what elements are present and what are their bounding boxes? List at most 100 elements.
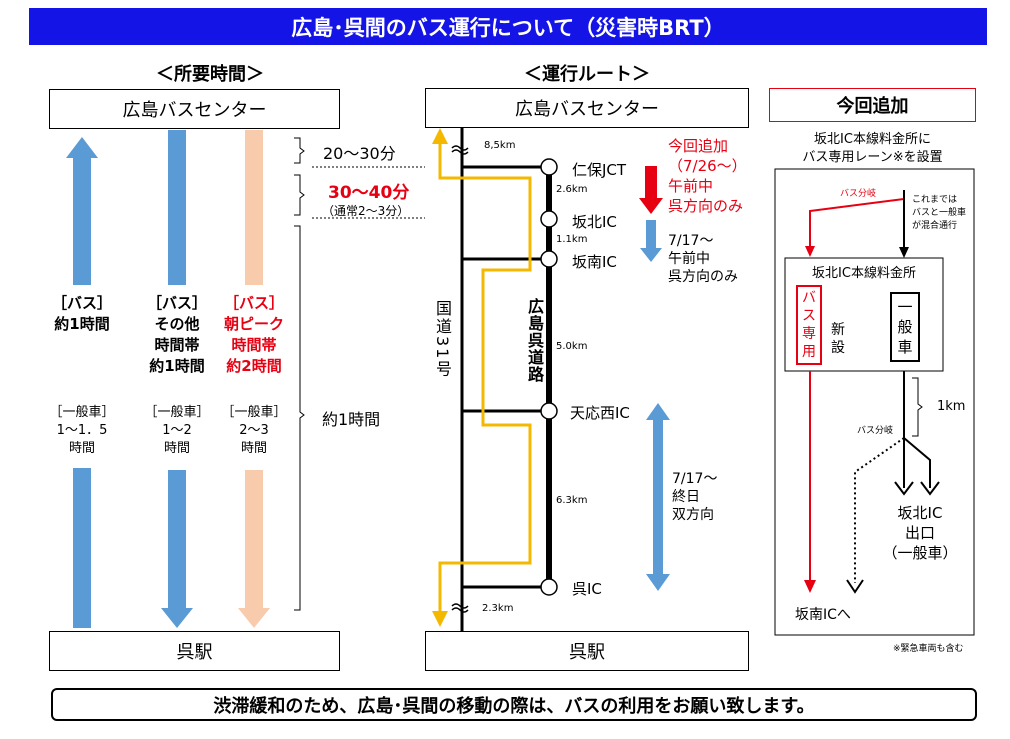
col3-label4: 約2時間	[226, 357, 282, 375]
general-char2: 般	[897, 318, 913, 336]
bus-down-arrow-col2	[161, 470, 193, 628]
footnote: ※緊急車両も含む	[893, 644, 964, 654]
col2-label4: 約1時間	[149, 357, 205, 375]
morning-note-l1: 7/17～	[668, 233, 714, 249]
bus-lane-box: バ ス 専 用	[796, 285, 822, 365]
col3-gen1: ［一般車］	[221, 405, 287, 420]
col2-bus-label: ［バス］ その他 時間帯 約1時間	[130, 293, 224, 377]
station-label-tenonishi-ic: 天応西IC	[570, 404, 630, 422]
left-top-box-label: 広島バスセンター	[122, 100, 267, 121]
col3-gen2: 2～3	[239, 423, 269, 438]
col1-label1: ［バス］	[51, 294, 112, 312]
allday-note: 7/17～ 終日 双方向	[672, 470, 717, 524]
bus-lane-char3: 専	[802, 326, 816, 342]
center-bottom-box: 呉駅	[425, 631, 749, 671]
col1-gen2: 1～1．5	[56, 423, 108, 438]
sakakita-exit: 坂北IC 出口 （一般車）	[880, 503, 960, 563]
left-bottom-box: 呉駅	[49, 631, 340, 671]
time-normal-note: （通常2～3分）	[322, 204, 410, 218]
hiroshima-kure-road-label: 広島呉道路	[525, 298, 544, 383]
left-bottom-box-label: 呉駅	[176, 642, 213, 663]
general-lane-box: 一 般 車	[890, 292, 920, 362]
new-add-l4: 呉方向のみ	[668, 197, 744, 215]
dist-2-3: 2.3km	[482, 603, 514, 614]
new-add-red-arrow	[639, 166, 663, 214]
route-map	[432, 127, 670, 631]
bus-lane-char4: 用	[802, 344, 816, 360]
dist-5-0: 5.0km	[556, 341, 588, 352]
col2-gen3: 時間	[163, 441, 190, 456]
new-add-note: 今回追加 （7/26～） 午前中 呉方向のみ	[668, 136, 747, 216]
bus-up-col2	[168, 130, 186, 285]
bus-up-arrow	[66, 137, 98, 285]
station-label-kure-ic: 呉IC	[572, 580, 602, 598]
new-char2: 設	[831, 340, 845, 356]
road-31-label: 国道31号	[433, 300, 452, 379]
col2-general-label: ［一般車］ 1～2 時間	[130, 404, 224, 458]
new-add-heading: 今回追加	[836, 96, 909, 117]
mixed-note-l3: が混合通行	[912, 221, 958, 231]
bus-lane-desc2: バス専用レーン※を設置	[802, 150, 943, 165]
col3-label1: ［バス］	[223, 294, 284, 312]
bus-down-arrow-col3	[238, 470, 270, 628]
morning-note-l3: 呉方向のみ	[668, 269, 738, 285]
time-30-40: 30～40分	[328, 183, 410, 203]
col2-label3: 時間帯	[154, 336, 200, 354]
new-add-l2: （7/26～）	[668, 157, 747, 175]
col3-gen3: 時間	[240, 441, 267, 456]
station-niho-jct	[540, 158, 558, 176]
bus-up-col3	[245, 130, 263, 285]
exit-l1: 坂北IC	[897, 504, 943, 522]
col3-bus-label: ［バス］ 朝ピーク 時間帯 約2時間	[207, 293, 301, 377]
col1-general-label: ［一般車］ 1～1．5 時間	[35, 404, 129, 458]
exit-l3: （一般車）	[882, 544, 958, 562]
station-tenonishi-ic	[540, 402, 558, 420]
col2-label1: ［バス］	[146, 294, 207, 312]
col3-label2: 朝ピーク	[223, 315, 284, 333]
dist-6-3: 6.3km	[556, 495, 588, 506]
morning-note-l2: 午前中	[668, 251, 710, 267]
allday-note-l1: 7/17～	[672, 471, 718, 487]
new-add-l3: 午前中	[668, 177, 714, 195]
new-add-l1: 今回追加	[668, 137, 729, 155]
col2-label2: その他	[154, 315, 200, 333]
col2-gen1: ［一般車］	[144, 405, 210, 420]
center-top-box: 広島バスセンター	[425, 88, 749, 128]
bus-down-arrow-col1	[73, 468, 91, 628]
bus-lane-char2: ス	[802, 308, 816, 324]
col2-gen2: 1～2	[162, 423, 192, 438]
footer-text: 渋滞緩和のため、広島･呉間の移動の際は、バスの利用をお願い致します。	[213, 695, 815, 717]
new-label: 新 設	[831, 321, 845, 357]
bus-lane-desc: 坂北IC本線料金所に バス専用レーン※を設置	[769, 131, 976, 167]
col1-gen3: 時間	[68, 441, 95, 456]
travel-time-heading: ＜所要時間＞	[156, 64, 264, 85]
new-char1: 新	[831, 322, 845, 338]
bus-branch2-label: バス分岐	[857, 426, 894, 436]
mixed-note-l1: これまでは	[912, 195, 958, 205]
col1-bus-label: ［バス］ 約1時間	[35, 293, 129, 335]
mixed-note-l2: バスと一般車	[912, 208, 967, 218]
station-label-sakakita-ic: 坂北IC	[572, 213, 617, 231]
time-about-1h: 約1時間	[322, 410, 381, 429]
bus-branch-label: バス分岐	[840, 189, 877, 199]
center-bottom-box-label: 呉駅	[569, 642, 605, 663]
left-arrows	[66, 130, 270, 628]
bus-lane-char1: バ	[802, 290, 816, 306]
to-sakaminami: 坂南ICへ	[795, 607, 851, 623]
dist-1-1: 1.1km	[556, 234, 588, 245]
morning-note: 7/17～ 午前中 呉方向のみ	[668, 232, 738, 286]
bus-lane-diagram	[774, 168, 975, 636]
blue-double-arrow	[646, 403, 670, 591]
bus-lane-desc1: 坂北IC本線料金所に	[814, 132, 931, 147]
station-sakakita-ic	[540, 210, 558, 228]
center-top-box-label: 広島バスセンター	[515, 99, 659, 120]
general-char3: 車	[897, 338, 913, 356]
footer-message: 渋滞緩和のため、広島･呉間の移動の際は、バスの利用をお願い致します。	[51, 688, 977, 721]
general-char1: 一	[897, 298, 913, 316]
allday-note-l2: 終日	[672, 489, 700, 505]
time-20-30: 20～30分	[323, 144, 396, 163]
station-label-niho-jct: 仁保JCT	[572, 161, 627, 179]
dist-8-5: 8,5km	[484, 140, 516, 151]
time-braces	[294, 137, 425, 611]
